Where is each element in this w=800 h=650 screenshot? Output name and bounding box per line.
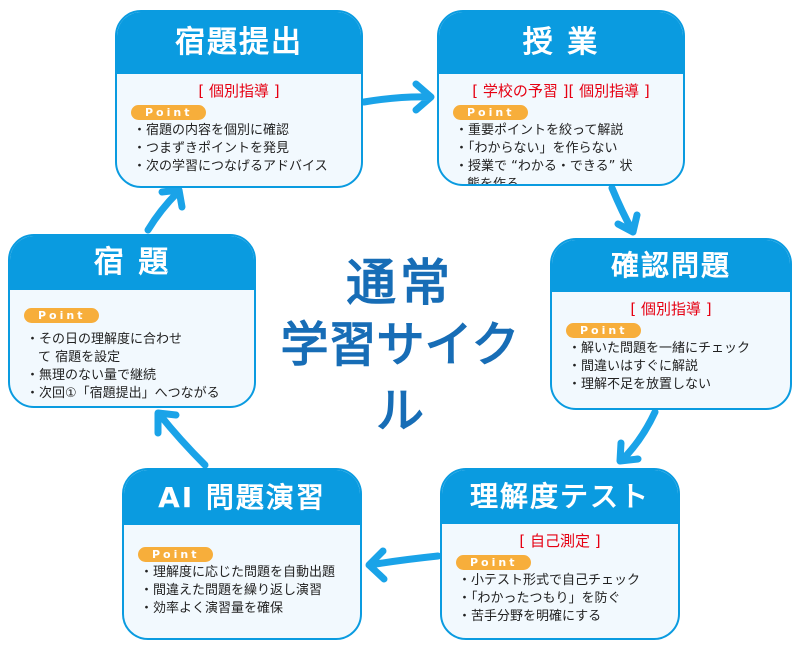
card-ai-practice: AI 問題演習 Point 理解度に応じた問題を自動出題間違えた問題を繰り返し演… [122, 468, 362, 640]
card-title: 宿題提出 [117, 12, 361, 74]
list-item: 効率よく演習量を確保 [140, 600, 360, 618]
point-badge: Point [566, 323, 642, 338]
card-check-questions: 確認問題 [ 個別指導 ] Point 解いた問題を一緒にチェック間違いはすぐに… [550, 238, 792, 410]
list-item: 解いた問題を一緒にチェック [568, 340, 790, 358]
list-item: 苦手分野を明確にする [458, 608, 678, 626]
point-badge: Point [24, 308, 100, 323]
card-lesson: 授 業 [ 学校の予習 ][ 個別指導 ] Point 重要ポイントを絞って解説… [437, 10, 685, 186]
list-item: 理解不足を放置しない [568, 376, 790, 394]
list-item: 無理のない量で継続 [26, 367, 254, 385]
card-title: 理解度テスト [442, 470, 678, 524]
arrow-2-to-3 [608, 184, 641, 236]
arrow-4-to-5 [365, 547, 442, 583]
card-homework: 宿 題 Point その日の理解度に合わせて 宿題を設定無理のない量で継続次回①… [8, 234, 256, 408]
point-badge: Point [453, 105, 529, 120]
list-item: 理解度に応じた問題を自動出題 [140, 564, 360, 582]
arrow-3-to-4 [616, 408, 659, 465]
list-item: 授業で “わかる・できる” 状態を作る [455, 158, 683, 184]
point-badge: Point [138, 547, 214, 562]
list-item: 「わかったつもり」を防ぐ [458, 590, 678, 608]
card-title: 確認問題 [552, 240, 790, 292]
card-tag: [ 個別指導 ] [630, 300, 712, 318]
title-line-2: 学習サイクル [280, 317, 520, 439]
list-item: 次回①「宿題提出」へつながる [26, 385, 254, 403]
point-badge: Point [456, 555, 532, 570]
title-line-1: 通常 [346, 254, 454, 312]
arrow-6-to-1 [144, 186, 186, 234]
card-homework-submission: 宿題提出 [ 個別指導 ] Point 宿題の内容を個別に確認つまずきポイントを… [115, 10, 363, 188]
card-title: 宿 題 [10, 236, 254, 290]
list-item: 小テスト形式で自己チェック [458, 572, 678, 590]
list-item: 次の学習につなげるアドバイス [133, 158, 361, 176]
list-item: 宿題の内容を個別に確認 [133, 122, 361, 140]
list-item: 重要ポイントを絞って解説 [455, 122, 683, 140]
point-badge: Point [131, 105, 207, 120]
card-title: AI 問題演習 [124, 470, 360, 525]
card-tag: [ 学校の予習 ][ 個別指導 ] [472, 82, 650, 100]
arrow-1-to-2 [360, 80, 435, 114]
list-item: 「わからない」を作らない [455, 140, 683, 158]
card-tag: [ 個別指導 ] [198, 82, 280, 100]
card-tag: [ 自己測定 ] [519, 532, 601, 550]
arrow-5-to-6 [154, 409, 209, 469]
card-comprehension-test: 理解度テスト [ 自己測定 ] Point 小テスト形式で自己チェック「わかった… [440, 468, 680, 640]
list-item: 間違えた問題を繰り返し演習 [140, 582, 360, 600]
list-item: つまずきポイントを発見 [133, 140, 361, 158]
list-item: その日の理解度に合わせて 宿題を設定 [26, 331, 254, 367]
card-title: 授 業 [439, 12, 683, 74]
list-item: 間違いはすぐに解説 [568, 358, 790, 376]
